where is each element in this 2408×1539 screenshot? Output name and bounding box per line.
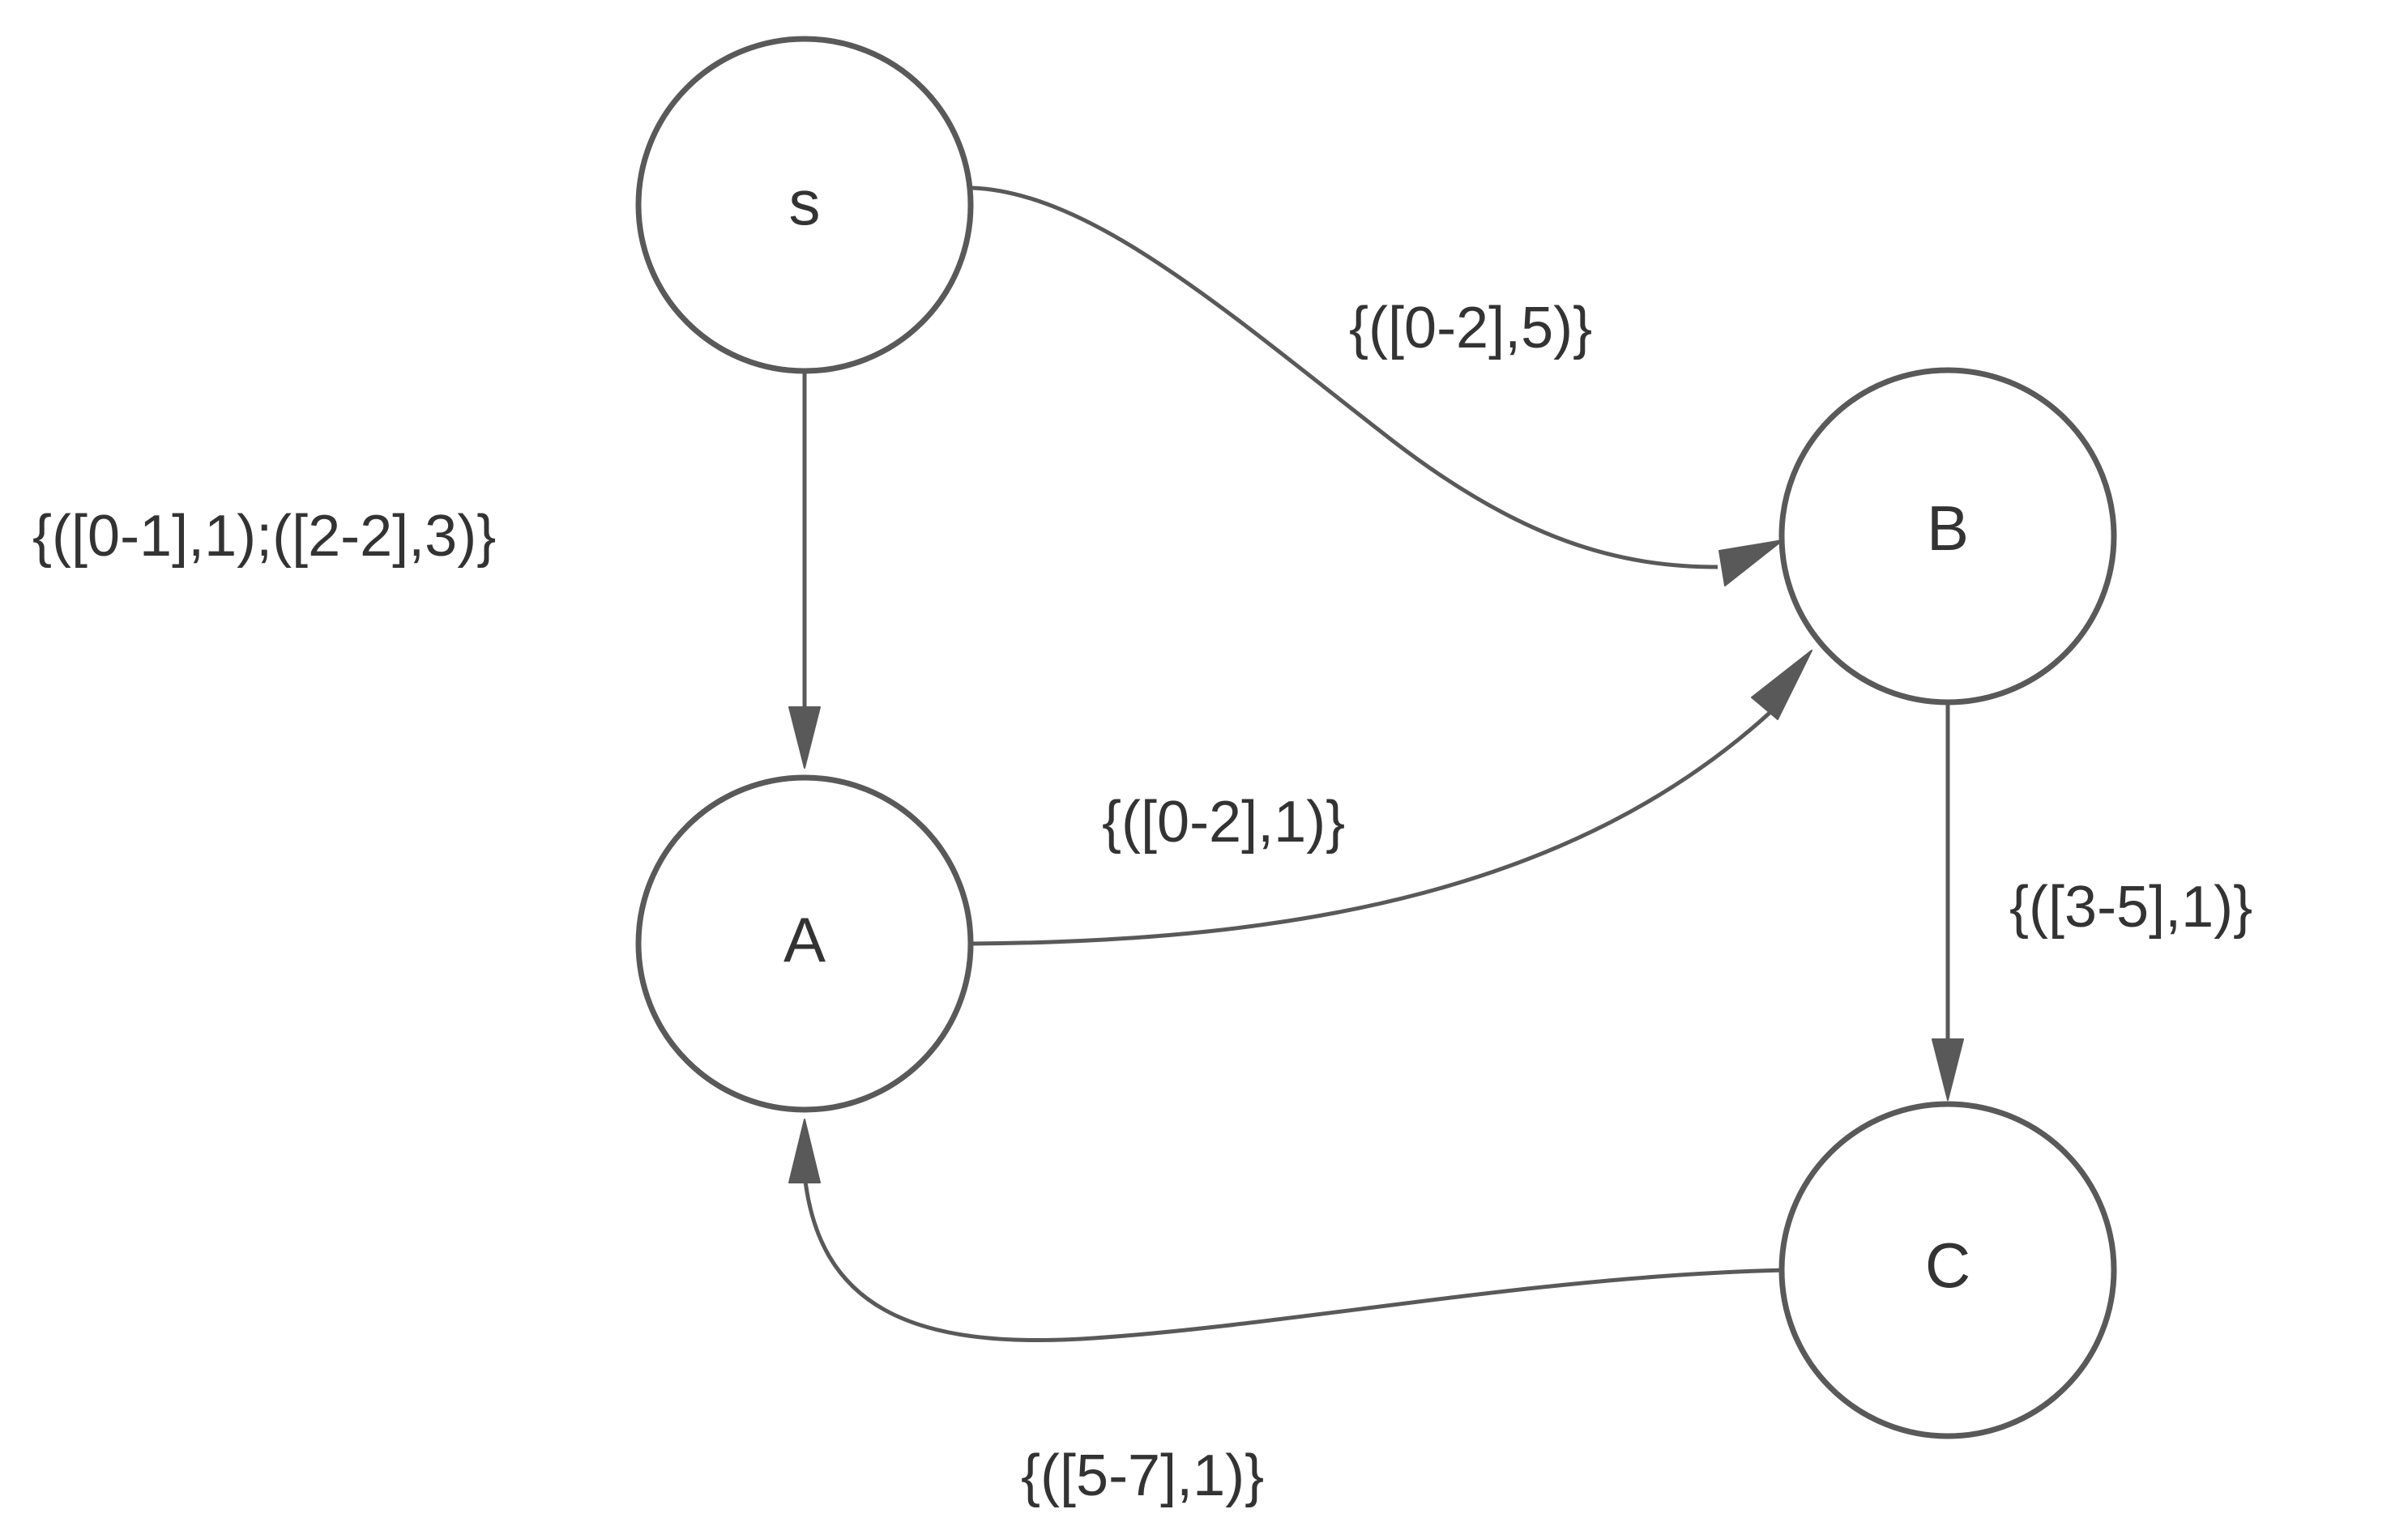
- edge-a-to-b-arrowhead: [1751, 650, 1812, 720]
- edge-c-to-a: [802, 1174, 1787, 1342]
- node-a[interactable]: A: [635, 774, 974, 1113]
- edge-c-to-a-arrowhead: [788, 1119, 821, 1183]
- node-c-circle: [1778, 1101, 2117, 1439]
- edge-s-to-a-arrowhead: [788, 706, 821, 769]
- node-s-label: s: [789, 167, 821, 238]
- edge-label-c-to-a: {([5-7],1)}: [1021, 1443, 1264, 1508]
- edge-label-a-to-b: {([0-2],1)}: [1102, 790, 1345, 855]
- node-c[interactable]: C: [1778, 1101, 2117, 1439]
- edges-group: [788, 185, 1964, 1342]
- node-b-label: B: [1927, 492, 1969, 564]
- node-b-circle: [1778, 367, 2117, 706]
- edge-a-to-b: [971, 703, 1780, 946]
- nodes-group: s A B C: [635, 36, 2117, 1439]
- node-s[interactable]: s: [635, 36, 974, 374]
- node-s-circle: [635, 36, 974, 374]
- node-b[interactable]: B: [1778, 367, 2117, 706]
- edge-label-s-to-a: {([0-1],1);([2-2],3)}: [32, 504, 496, 569]
- edge-s-to-b-arrowhead: [1718, 539, 1783, 586]
- node-a-label: A: [783, 904, 826, 975]
- edge-label-s-to-b: {([0-2],5)}: [1349, 296, 1592, 360]
- edge-label-b-to-c: {([3-5],1)}: [2009, 875, 2252, 940]
- edge-labels-group: {([0-1],1);([2-2],3)} {([0-2],5)} {([0-2…: [32, 296, 2252, 1508]
- node-c-label: C: [1925, 1230, 1970, 1301]
- edge-s-to-b: [971, 185, 1718, 569]
- node-a-circle: [635, 774, 974, 1113]
- edge-b-to-c-arrowhead: [1932, 1038, 1964, 1101]
